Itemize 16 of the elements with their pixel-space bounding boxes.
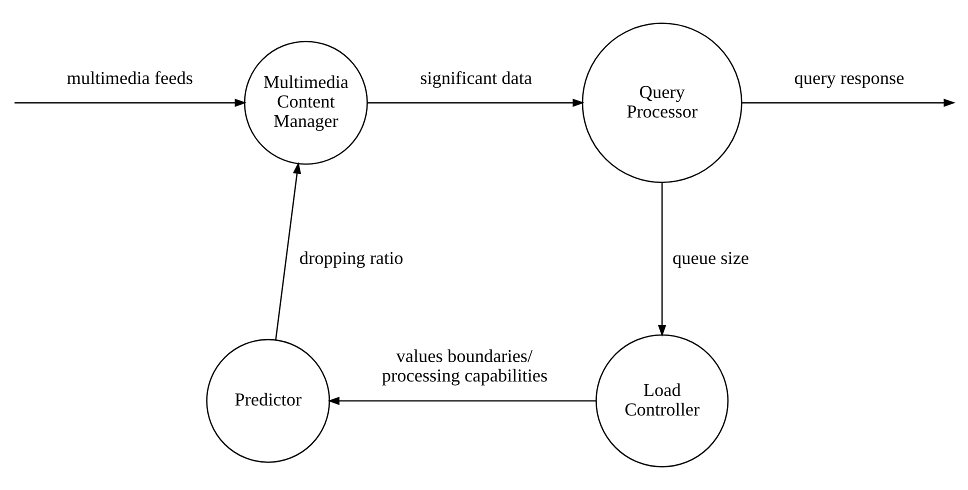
edge-label: query response [794,68,904,88]
arrow [742,98,956,107]
edge-label: significant data [420,68,532,88]
arrow [328,396,596,406]
arrow [14,98,247,107]
node-circle: Load Controller [596,334,729,468]
edge-label: queue size [672,248,750,268]
node-circle: Query Processor [582,22,742,184]
edge-label: dropping ratio [299,248,404,268]
node-circle: Predictor [206,338,330,463]
arrow [368,98,584,107]
edge-label: values boundaries/ processing capabilities [382,346,548,386]
arrow [658,182,666,337]
edge-label: multimedia feeds [66,68,193,88]
node-circle: Multimedia Content Manager [244,40,368,165]
arrow [275,162,302,340]
